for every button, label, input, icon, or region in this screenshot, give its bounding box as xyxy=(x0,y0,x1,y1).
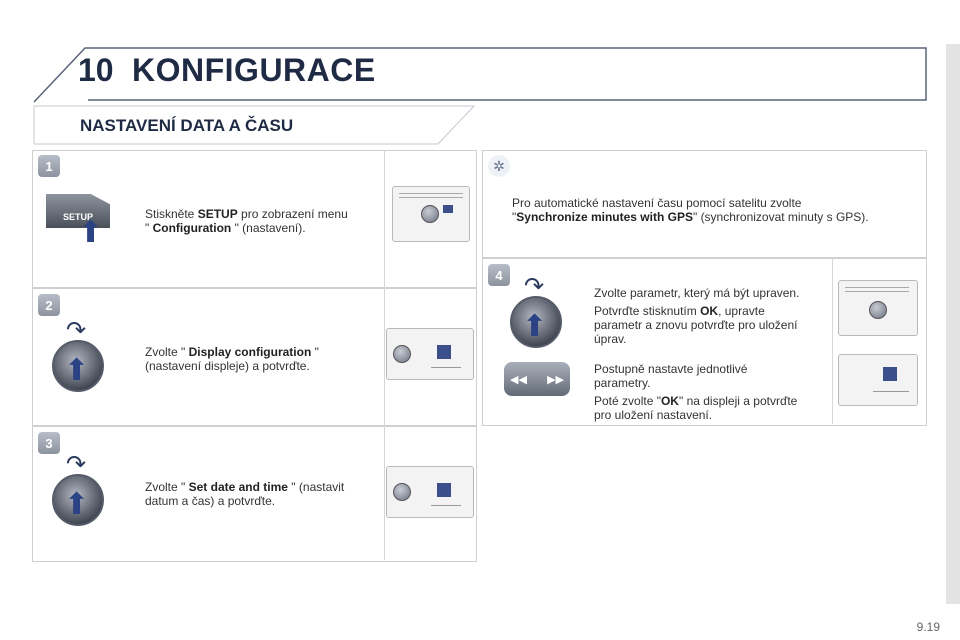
tip-text: Pro automatické nastavení času pomocí sa… xyxy=(512,196,869,224)
radio-panel-illustration xyxy=(838,354,918,406)
chapter-number: 10 xyxy=(78,52,114,88)
radio-panel-illustration xyxy=(386,328,474,380)
radio-panel-illustration xyxy=(838,280,918,336)
dial-icon xyxy=(52,340,104,392)
step-3-text: Zvolte " Set date and time " (nastavit d… xyxy=(145,480,345,508)
rotate-arrow-icon: ↷ xyxy=(524,273,545,300)
page-edge-bar xyxy=(946,44,960,604)
step-2-divider xyxy=(384,288,385,426)
chapter-title: KONFIGURACE xyxy=(132,52,376,88)
forward-icon: ▶▶ xyxy=(547,373,564,386)
press-arrow-icon: ⬆ xyxy=(64,354,90,387)
tip-panel xyxy=(482,150,927,258)
rotate-arrow-icon: ↷ xyxy=(66,451,87,478)
step-1-badge: 1 xyxy=(38,155,60,177)
press-arrow-icon: ⬆ xyxy=(522,310,548,343)
press-arrow-icon: ⬆ xyxy=(78,216,104,249)
radio-panel-illustration xyxy=(386,466,474,518)
step-3-divider xyxy=(384,426,385,560)
step-2-badge: 2 xyxy=(38,294,60,316)
radio-panel-illustration xyxy=(392,186,470,242)
setup-button-icon: SETUP xyxy=(46,194,110,228)
dial-icon xyxy=(510,296,562,348)
rewind-icon: ◀◀ xyxy=(510,373,527,386)
step-1-divider xyxy=(384,150,385,288)
step-2-text: Zvolte " Display configuration " (nastav… xyxy=(145,345,319,373)
section-frame xyxy=(33,105,476,145)
rotate-arrow-icon: ↷ xyxy=(66,317,87,344)
step-3-badge: 3 xyxy=(38,432,60,454)
step-4-divider xyxy=(832,258,833,424)
lightbulb-icon: ✲ xyxy=(488,155,510,177)
dial-icon xyxy=(52,474,104,526)
section-title: NASTAVENÍ DATA A ČASU xyxy=(80,116,294,135)
setup-button-label: SETUP xyxy=(62,212,93,222)
page-number: 9.19 xyxy=(916,620,940,634)
direction-pad-icon: ◀◀ ▶▶ xyxy=(504,362,570,396)
step-1-text: Stiskněte SETUP pro zobrazení menu " Con… xyxy=(145,207,348,235)
step-4-badge: 4 xyxy=(488,264,510,286)
step-4-text: Zvolte parametr, který má být upraven. P… xyxy=(594,286,800,422)
header-frame xyxy=(33,47,927,103)
press-arrow-icon: ⬆ xyxy=(64,488,90,521)
